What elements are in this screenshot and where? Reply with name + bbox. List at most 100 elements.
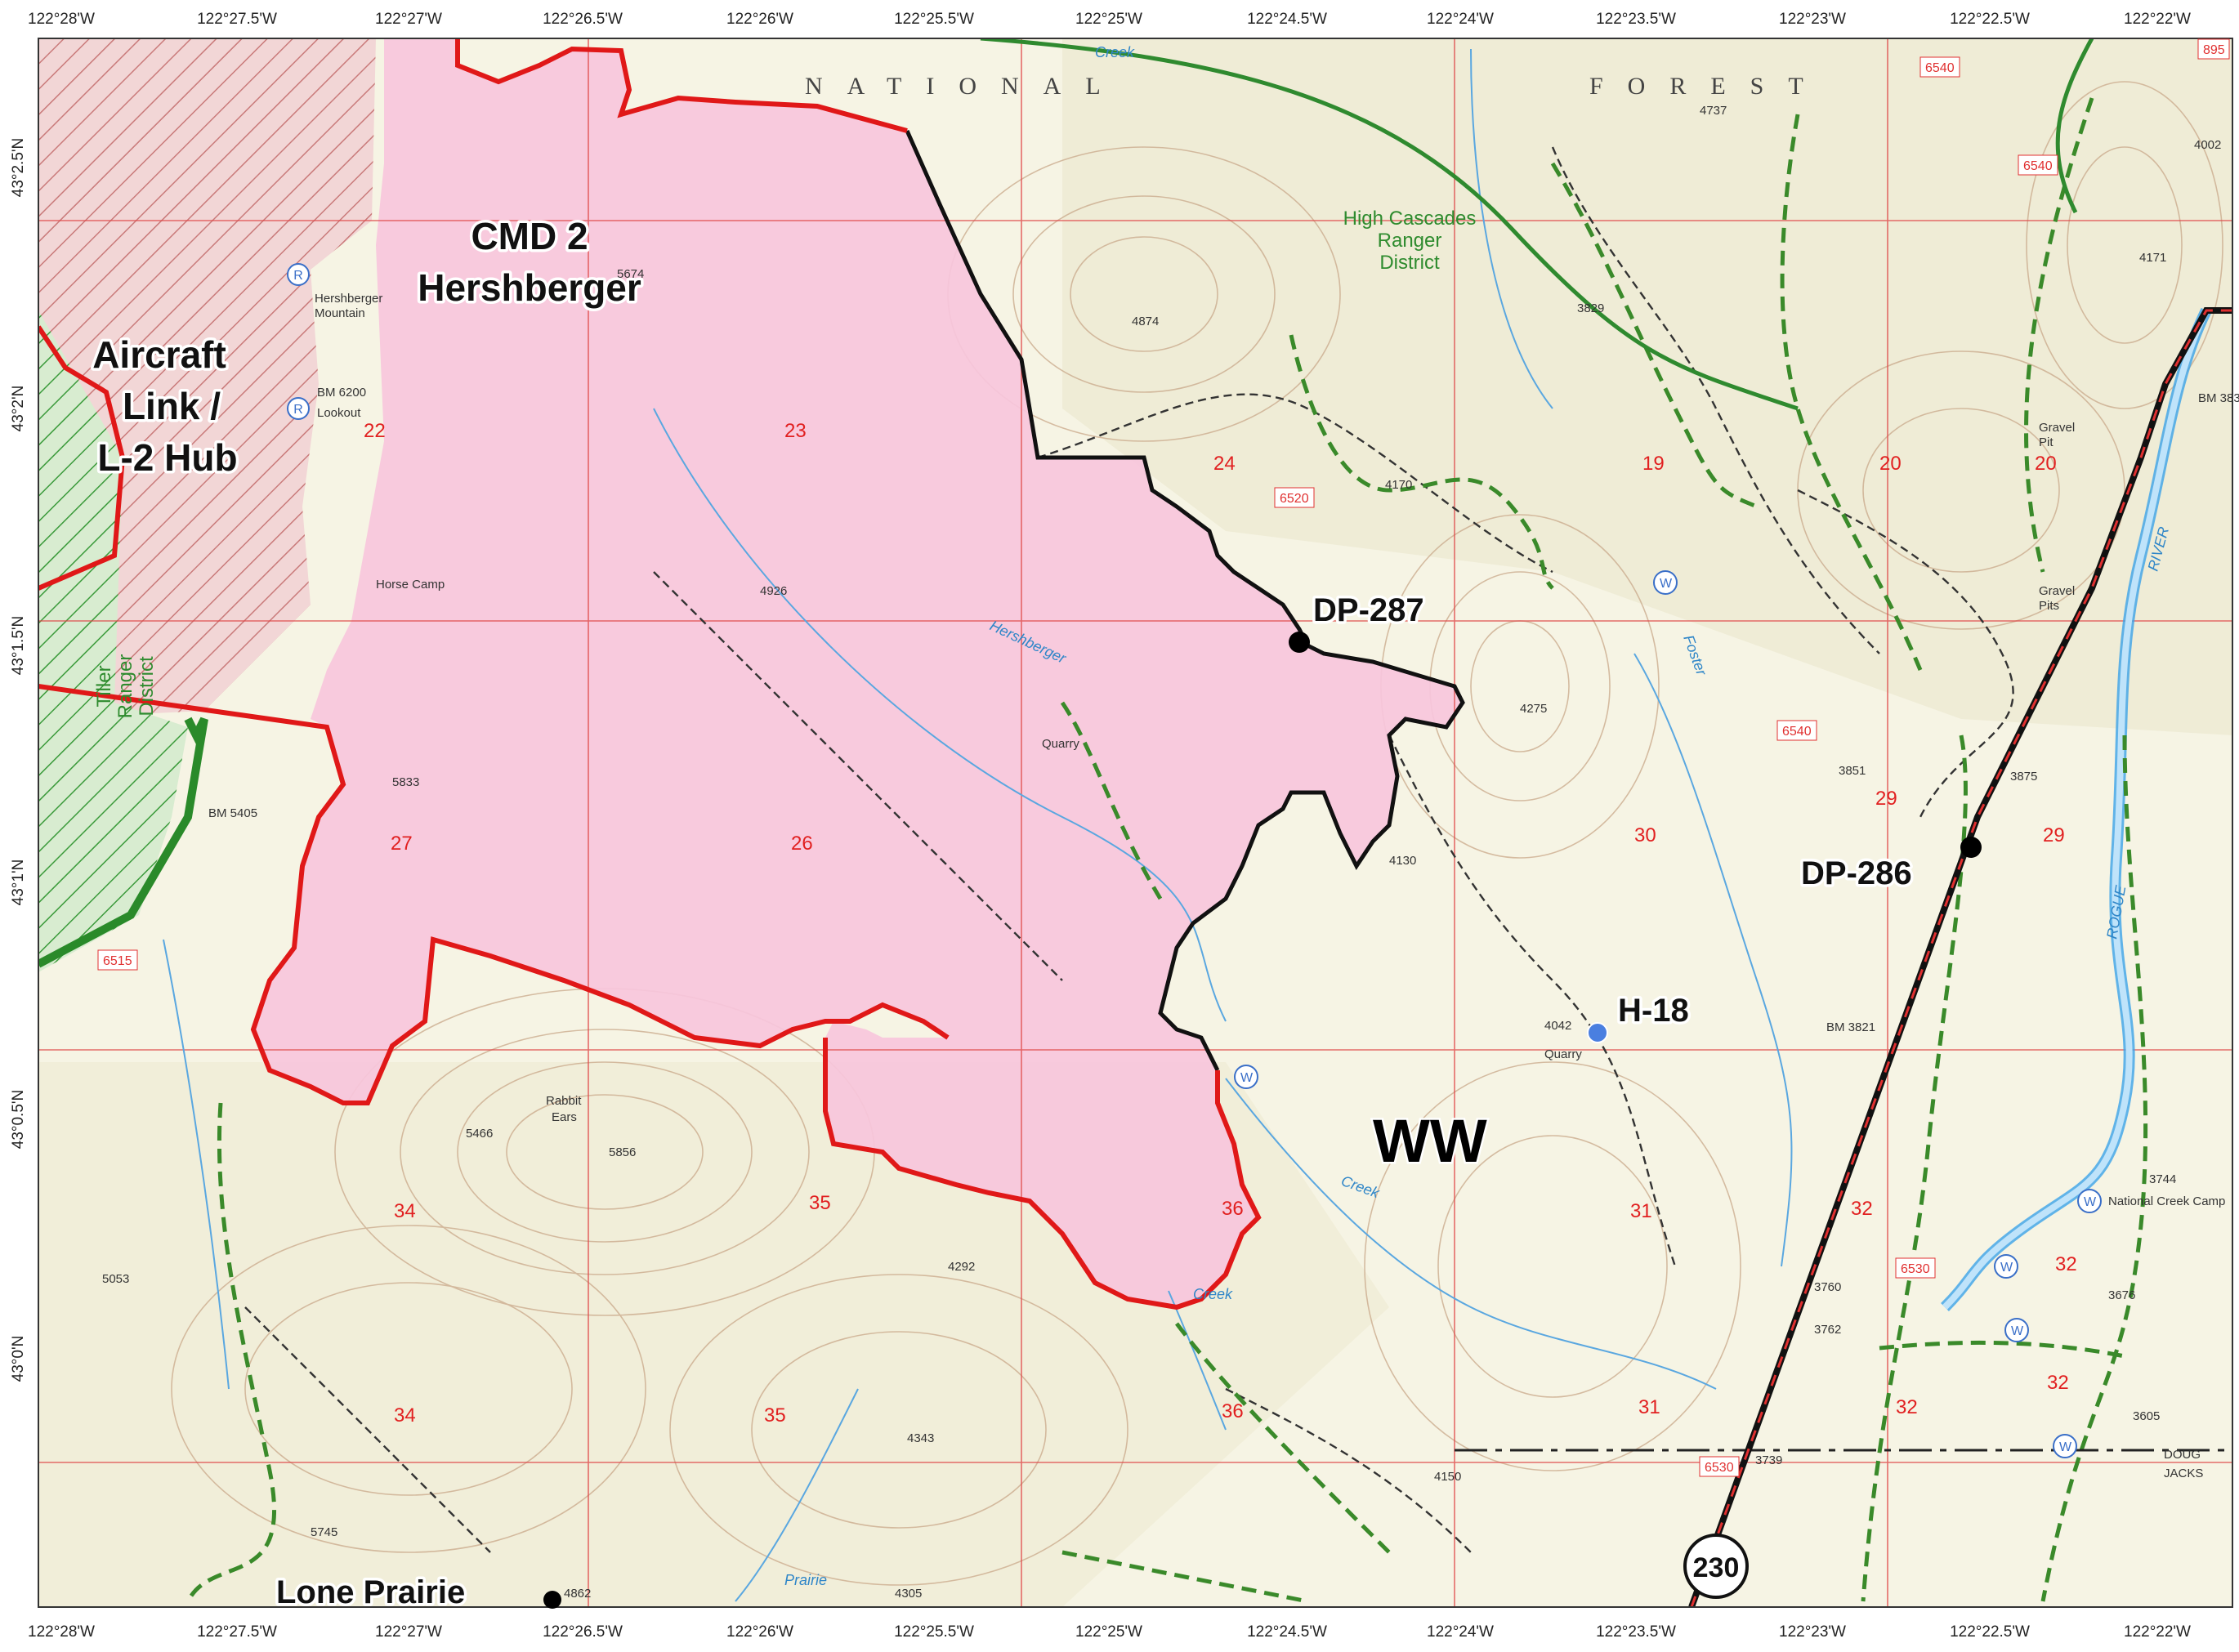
lone-prairie-marker[interactable]	[543, 1591, 561, 1609]
section-32d: 32	[2047, 1372, 2069, 1394]
gravel-pits-2: Pits	[2039, 599, 2059, 613]
h18-label: H-18	[1618, 993, 1689, 1029]
gravel-pits-1: Gravel	[2039, 584, 2075, 598]
section-35a: 35	[809, 1192, 831, 1214]
terrain-shade	[1062, 38, 2232, 735]
road-6530-b: 6530	[1705, 1461, 1734, 1475]
bottom-longitude-label: 122°22'W	[2124, 1623, 2191, 1641]
elev-6200: BM 6200	[317, 386, 366, 400]
district-line-2: Ranger	[1378, 230, 1442, 252]
ranger-district-boundary	[980, 38, 1799, 411]
aircraft-label-line-1: Aircraft	[92, 333, 226, 376]
section-20a: 20	[1879, 453, 1902, 475]
top-longitude-label: 122°24'W	[1427, 11, 1494, 28]
helispot-h18[interactable]: H-18	[1587, 990, 1692, 1043]
elev-3829: 3829	[1577, 301, 1604, 315]
trails	[185, 97, 2148, 1604]
place-labels: R R Hershberger Mountain Lookout BM 6200…	[287, 263, 2225, 1480]
top-longitude-label: 122°24.5'W	[1247, 11, 1327, 28]
water-icon	[1653, 570, 1678, 595]
bottom-longitude-label: 122°27.5'W	[197, 1623, 277, 1641]
section-19: 19	[1642, 453, 1665, 475]
road-6540-a: 6540	[1925, 61, 1955, 75]
elev-4130: 4130	[1389, 854, 1416, 868]
bottom-longitude-label: 122°25'W	[1075, 1623, 1142, 1641]
section-27: 27	[391, 833, 413, 855]
section-36b: 36	[1222, 1400, 1244, 1422]
left-latitude-label: 43°0.5'N	[10, 1090, 27, 1150]
rabbit-ears-1: Rabbit	[546, 1094, 582, 1108]
aircraft-label-line-3: L-2 Hub	[97, 436, 237, 479]
elev-5745: 5745	[311, 1525, 337, 1539]
svg-text:W: W	[1240, 1071, 1254, 1085]
highway-number: 230	[1693, 1552, 1740, 1583]
section-34b: 34	[394, 1404, 416, 1427]
streams	[163, 48, 1793, 1602]
dp286-marker[interactable]	[1960, 837, 1982, 858]
top-longitude-label: 122°28'W	[28, 11, 95, 28]
bottom-longitude-label: 122°23'W	[1779, 1623, 1846, 1641]
district-line-3: District	[1379, 252, 1440, 274]
dozer-line	[905, 129, 1465, 1072]
gravel-pit-2: Pit	[2039, 435, 2054, 449]
road-6515: 6515	[103, 954, 132, 968]
jackson-county: JACKS	[2164, 1467, 2203, 1480]
highway-230-center	[1690, 309, 2232, 1607]
road-labels: 6540 6540 6540 6520 6515 6530 6530 895	[97, 38, 2230, 1477]
top-longitude-label: 122°22'W	[2124, 11, 2191, 28]
left-latitude-label: 43°2'N	[10, 386, 27, 432]
adjacent-division-hatched	[38, 38, 376, 719]
aircraft-label: Aircraft Link / L-2 Hub	[90, 331, 240, 482]
left-coordinate-labels: 43°2.5'N43°2'N43°1.5'N43°1'N43°0.5'N43°0…	[10, 138, 27, 1382]
top-longitude-label: 122°25.5'W	[894, 11, 974, 28]
tiller-line-3: District	[136, 656, 158, 717]
elev-3744: 3744	[2149, 1172, 2176, 1186]
drop-point-dp286[interactable]: DP-286	[1799, 837, 1982, 895]
bottom-longitude-label: 122°25.5'W	[894, 1623, 974, 1641]
section-34a: 34	[394, 1200, 416, 1222]
section-26: 26	[791, 833, 813, 855]
elev-4874: 4874	[1132, 315, 1159, 328]
elev-3835: BM 3835	[2198, 391, 2239, 405]
bottom-longitude-label: 122°26'W	[726, 1623, 793, 1641]
elev-3676: 3676	[2108, 1288, 2135, 1302]
fire-edge-red-west	[38, 684, 950, 1105]
division-label-line-2: Hershberger	[418, 266, 641, 309]
fire-edge-red-north	[455, 38, 908, 133]
dp286-label: DP-286	[1801, 855, 1912, 891]
drop-point-dp287[interactable]: DP-287	[1289, 590, 1427, 653]
section-31a: 31	[1630, 1200, 1652, 1222]
top-longitude-label: 122°22.5'W	[1950, 11, 2030, 28]
bottom-longitude-label: 122°23.5'W	[1596, 1623, 1676, 1641]
lone-prairie-point[interactable]: Lone Prairie	[274, 1572, 561, 1614]
water-icon	[2053, 1434, 2077, 1458]
elev-3739: 3739	[1755, 1453, 1782, 1467]
water-icon	[2004, 1318, 2029, 1342]
rabbit-ears-2: Ears	[552, 1110, 577, 1124]
district-boundary-ne	[2055, 38, 2094, 214]
elev-3760: 3760	[1814, 1280, 1841, 1294]
national-forest-label: NATIONAL	[805, 73, 1125, 100]
water-sources: W W W W W W	[1234, 570, 2102, 1458]
h18-marker[interactable]	[1587, 1022, 1608, 1043]
ww-label: WW	[1373, 1107, 1487, 1175]
highway-shield-icon	[1683, 1534, 1749, 1599]
dp287-marker[interactable]	[1289, 632, 1310, 653]
creek-label-3: Creek	[1095, 44, 1135, 60]
elev-5674: 5674	[617, 267, 644, 281]
elev-5856: 5856	[609, 1145, 636, 1159]
lone-prairie-label: Lone Prairie	[276, 1574, 465, 1610]
elev-5405: BM 5405	[208, 806, 257, 820]
highway-230-shield: 230	[1683, 1534, 1749, 1599]
top-longitude-label: 122°27'W	[375, 11, 442, 28]
elev-5466: 5466	[466, 1127, 493, 1141]
section-32b: 32	[2055, 1253, 2077, 1275]
forest-label: FOREST	[1589, 73, 1828, 100]
bottom-longitude-label: 122°28'W	[28, 1623, 95, 1641]
svg-text:W: W	[1660, 577, 1673, 591]
bottom-longitude-label: 122°24'W	[1427, 1623, 1494, 1641]
elev-4042: 4042	[1544, 1019, 1571, 1033]
